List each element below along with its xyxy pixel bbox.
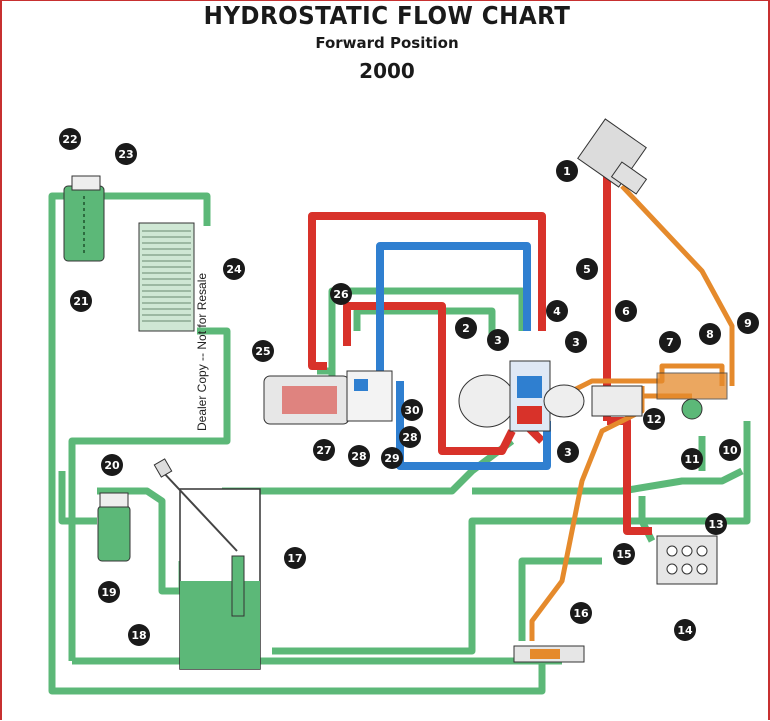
callout-6 [615, 300, 637, 322]
callout-2 [455, 317, 477, 339]
filter-upper [63, 175, 105, 262]
dealer-watermark: Dealer Copy -- Not for Resale [195, 272, 209, 431]
chart-subtitle: Forward Position [315, 34, 459, 52]
callout-3b [565, 331, 587, 353]
callout-26 [330, 283, 352, 305]
lift-cylinder [513, 645, 585, 663]
oil-cooler [138, 222, 195, 332]
svg-text:30: 30 [404, 404, 420, 417]
svg-text:20: 20 [104, 459, 120, 472]
svg-text:16: 16 [573, 607, 589, 620]
svg-text:14: 14 [677, 624, 693, 637]
callout-20 [101, 454, 123, 476]
callout-21 [70, 290, 92, 312]
svg-text:12: 12 [646, 413, 661, 426]
svg-text:29: 29 [384, 452, 399, 465]
callout-5 [576, 258, 598, 280]
callout-19 [98, 581, 120, 603]
callout-12 [643, 408, 665, 430]
svg-text:19: 19 [101, 586, 116, 599]
callout-22 [59, 128, 81, 150]
callout-3c [557, 441, 579, 463]
blue-lines [376, 242, 551, 470]
svg-text:7: 7 [666, 336, 674, 349]
control-valve [591, 372, 728, 420]
callout-28a [399, 426, 421, 448]
svg-text:23: 23 [118, 148, 133, 161]
callout-14 [674, 619, 696, 641]
svg-text:4: 4 [553, 305, 561, 318]
callout-8 [699, 323, 721, 345]
svg-text:28: 28 [402, 431, 417, 444]
callout-7 [659, 331, 681, 353]
svg-text:15: 15 [616, 548, 631, 561]
callout-group: 1 2 3 3 3 4 5 6 7 8 9 10 11 12 13 14 15 … [59, 128, 759, 646]
svg-text:9: 9 [744, 317, 752, 330]
svg-text:10: 10 [722, 444, 738, 457]
green-lines [48, 192, 751, 695]
callout-4 [546, 300, 568, 322]
callout-3a [487, 329, 509, 351]
svg-text:25: 25 [255, 345, 270, 358]
reservoir-tank [153, 458, 261, 670]
callout-18 [128, 624, 150, 646]
hydrostatic-pump [458, 360, 585, 432]
svg-text:3: 3 [564, 446, 572, 459]
svg-text:3: 3 [494, 334, 502, 347]
callout-27 [313, 439, 335, 461]
chart-title: HYDROSTATIC FLOW CHART [203, 1, 571, 30]
steering-cylinder [577, 118, 648, 195]
callout-24 [223, 258, 245, 280]
callout-15 [613, 543, 635, 565]
svg-text:1: 1 [563, 165, 571, 178]
callout-9 [737, 312, 759, 334]
svg-text:11: 11 [684, 453, 699, 466]
svg-text:5: 5 [583, 263, 591, 276]
svg-text:22: 22 [62, 133, 77, 146]
svg-text:28: 28 [351, 450, 366, 463]
svg-text:17: 17 [287, 552, 302, 565]
callout-10 [719, 439, 741, 461]
chart-model: 2000 [359, 59, 415, 83]
svg-text:18: 18 [131, 629, 146, 642]
callout-13 [705, 513, 727, 535]
callout-1 [556, 160, 578, 182]
svg-text:13: 13 [708, 518, 723, 531]
svg-text:27: 27 [316, 444, 331, 457]
svg-text:2: 2 [462, 322, 470, 335]
red-lines [308, 176, 652, 535]
svg-text:6: 6 [622, 305, 630, 318]
callout-11 [681, 448, 703, 470]
filter-lower [97, 492, 131, 562]
svg-text:8: 8 [706, 328, 714, 341]
callout-23 [115, 143, 137, 165]
svg-text:21: 21 [73, 295, 88, 308]
callout-17 [284, 547, 306, 569]
svg-text:3: 3 [572, 336, 580, 349]
callout-28b [348, 445, 370, 467]
callout-30 [401, 399, 423, 421]
motor-assembly [263, 370, 393, 425]
callout-25 [252, 340, 274, 362]
svg-text:24: 24 [226, 263, 242, 276]
callout-29 [381, 447, 403, 469]
svg-text:26: 26 [333, 288, 349, 301]
valve-bank [656, 535, 718, 585]
callout-16 [570, 602, 592, 624]
